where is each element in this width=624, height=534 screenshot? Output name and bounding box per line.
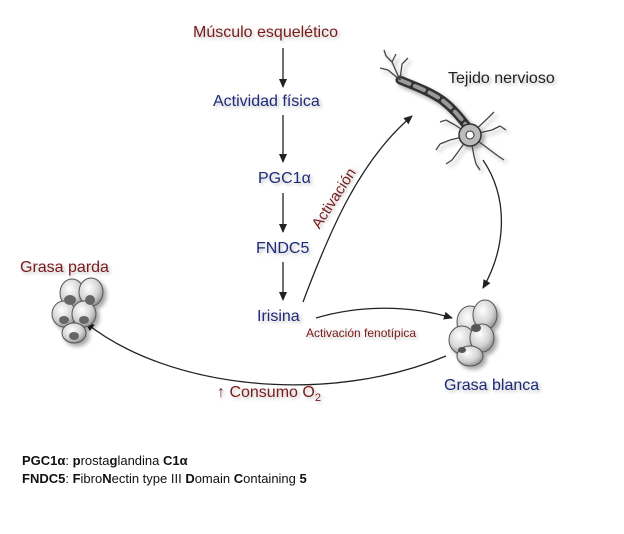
legend-pgc-part: rosta bbox=[80, 453, 110, 468]
legend-fndc5-part: C bbox=[233, 471, 244, 486]
pgc-label: PGC1α bbox=[258, 170, 311, 187]
legend-fndc5-sep: : bbox=[65, 471, 73, 486]
arrow-irisin-to-nerve bbox=[302, 115, 413, 303]
oxygen-subscript: 2 bbox=[314, 392, 321, 405]
legend-pgc-part: p bbox=[72, 453, 81, 468]
legend-fndc5-part: ectin type III bbox=[111, 471, 186, 486]
legend-fndc5-part: F bbox=[72, 471, 81, 486]
legend-pgc-part: g bbox=[109, 453, 118, 468]
legend-fndc5-part: ontaining bbox=[243, 471, 300, 486]
legend-pgc-part: landina bbox=[117, 453, 163, 468]
legend-pgc: PGC1α: prostaglandina C1α bbox=[22, 453, 188, 468]
nerve-label: Tejido nervioso bbox=[448, 70, 555, 87]
oxygen-consumption-text: Consumo O bbox=[229, 384, 315, 401]
brown-fat-cells-icon bbox=[51, 277, 104, 344]
neuron-icon bbox=[379, 49, 507, 171]
white-fat-label: Grasa blanca bbox=[444, 377, 540, 394]
legend-fndc5-part: N bbox=[102, 471, 112, 486]
activity-label: Actividad física bbox=[213, 93, 320, 110]
arrow-nerve-to-white-fat bbox=[482, 159, 503, 289]
phenotypic-activation-label: Activación fenotípica bbox=[306, 326, 417, 340]
legend-fndc5-part: D bbox=[185, 471, 195, 486]
irisin-label: Irisina bbox=[257, 308, 300, 325]
legend-fndc5-part: 5 bbox=[299, 471, 307, 486]
brown-fat-label: Grasa parda bbox=[20, 259, 109, 276]
up-arrow-icon: ↑ bbox=[217, 384, 225, 401]
legend-fndc5-part: omain bbox=[194, 471, 234, 486]
oxygen-consumption-label: ↑ Consumo O2 bbox=[217, 384, 321, 404]
fndc5-label: FNDC5 bbox=[256, 240, 310, 257]
muscle-label: Músculo esquelético bbox=[193, 24, 338, 41]
legend-fndc5: FNDC5: FibroNectin type III Domain Conta… bbox=[22, 471, 307, 486]
legend-pgc-abbr: PGC1α bbox=[22, 453, 66, 468]
white-fat-cells-icon bbox=[448, 299, 498, 367]
legend-fndc5-part: ibro bbox=[80, 471, 103, 486]
arrow-white-fat-to-brown-fat bbox=[85, 322, 447, 386]
legend-pgc-part: C1α bbox=[163, 453, 188, 468]
legend-pgc-sep: : bbox=[65, 453, 73, 468]
arrow-irisin-to-white-fat bbox=[315, 307, 453, 320]
legend-fndc5-abbr: FNDC5 bbox=[22, 471, 66, 486]
